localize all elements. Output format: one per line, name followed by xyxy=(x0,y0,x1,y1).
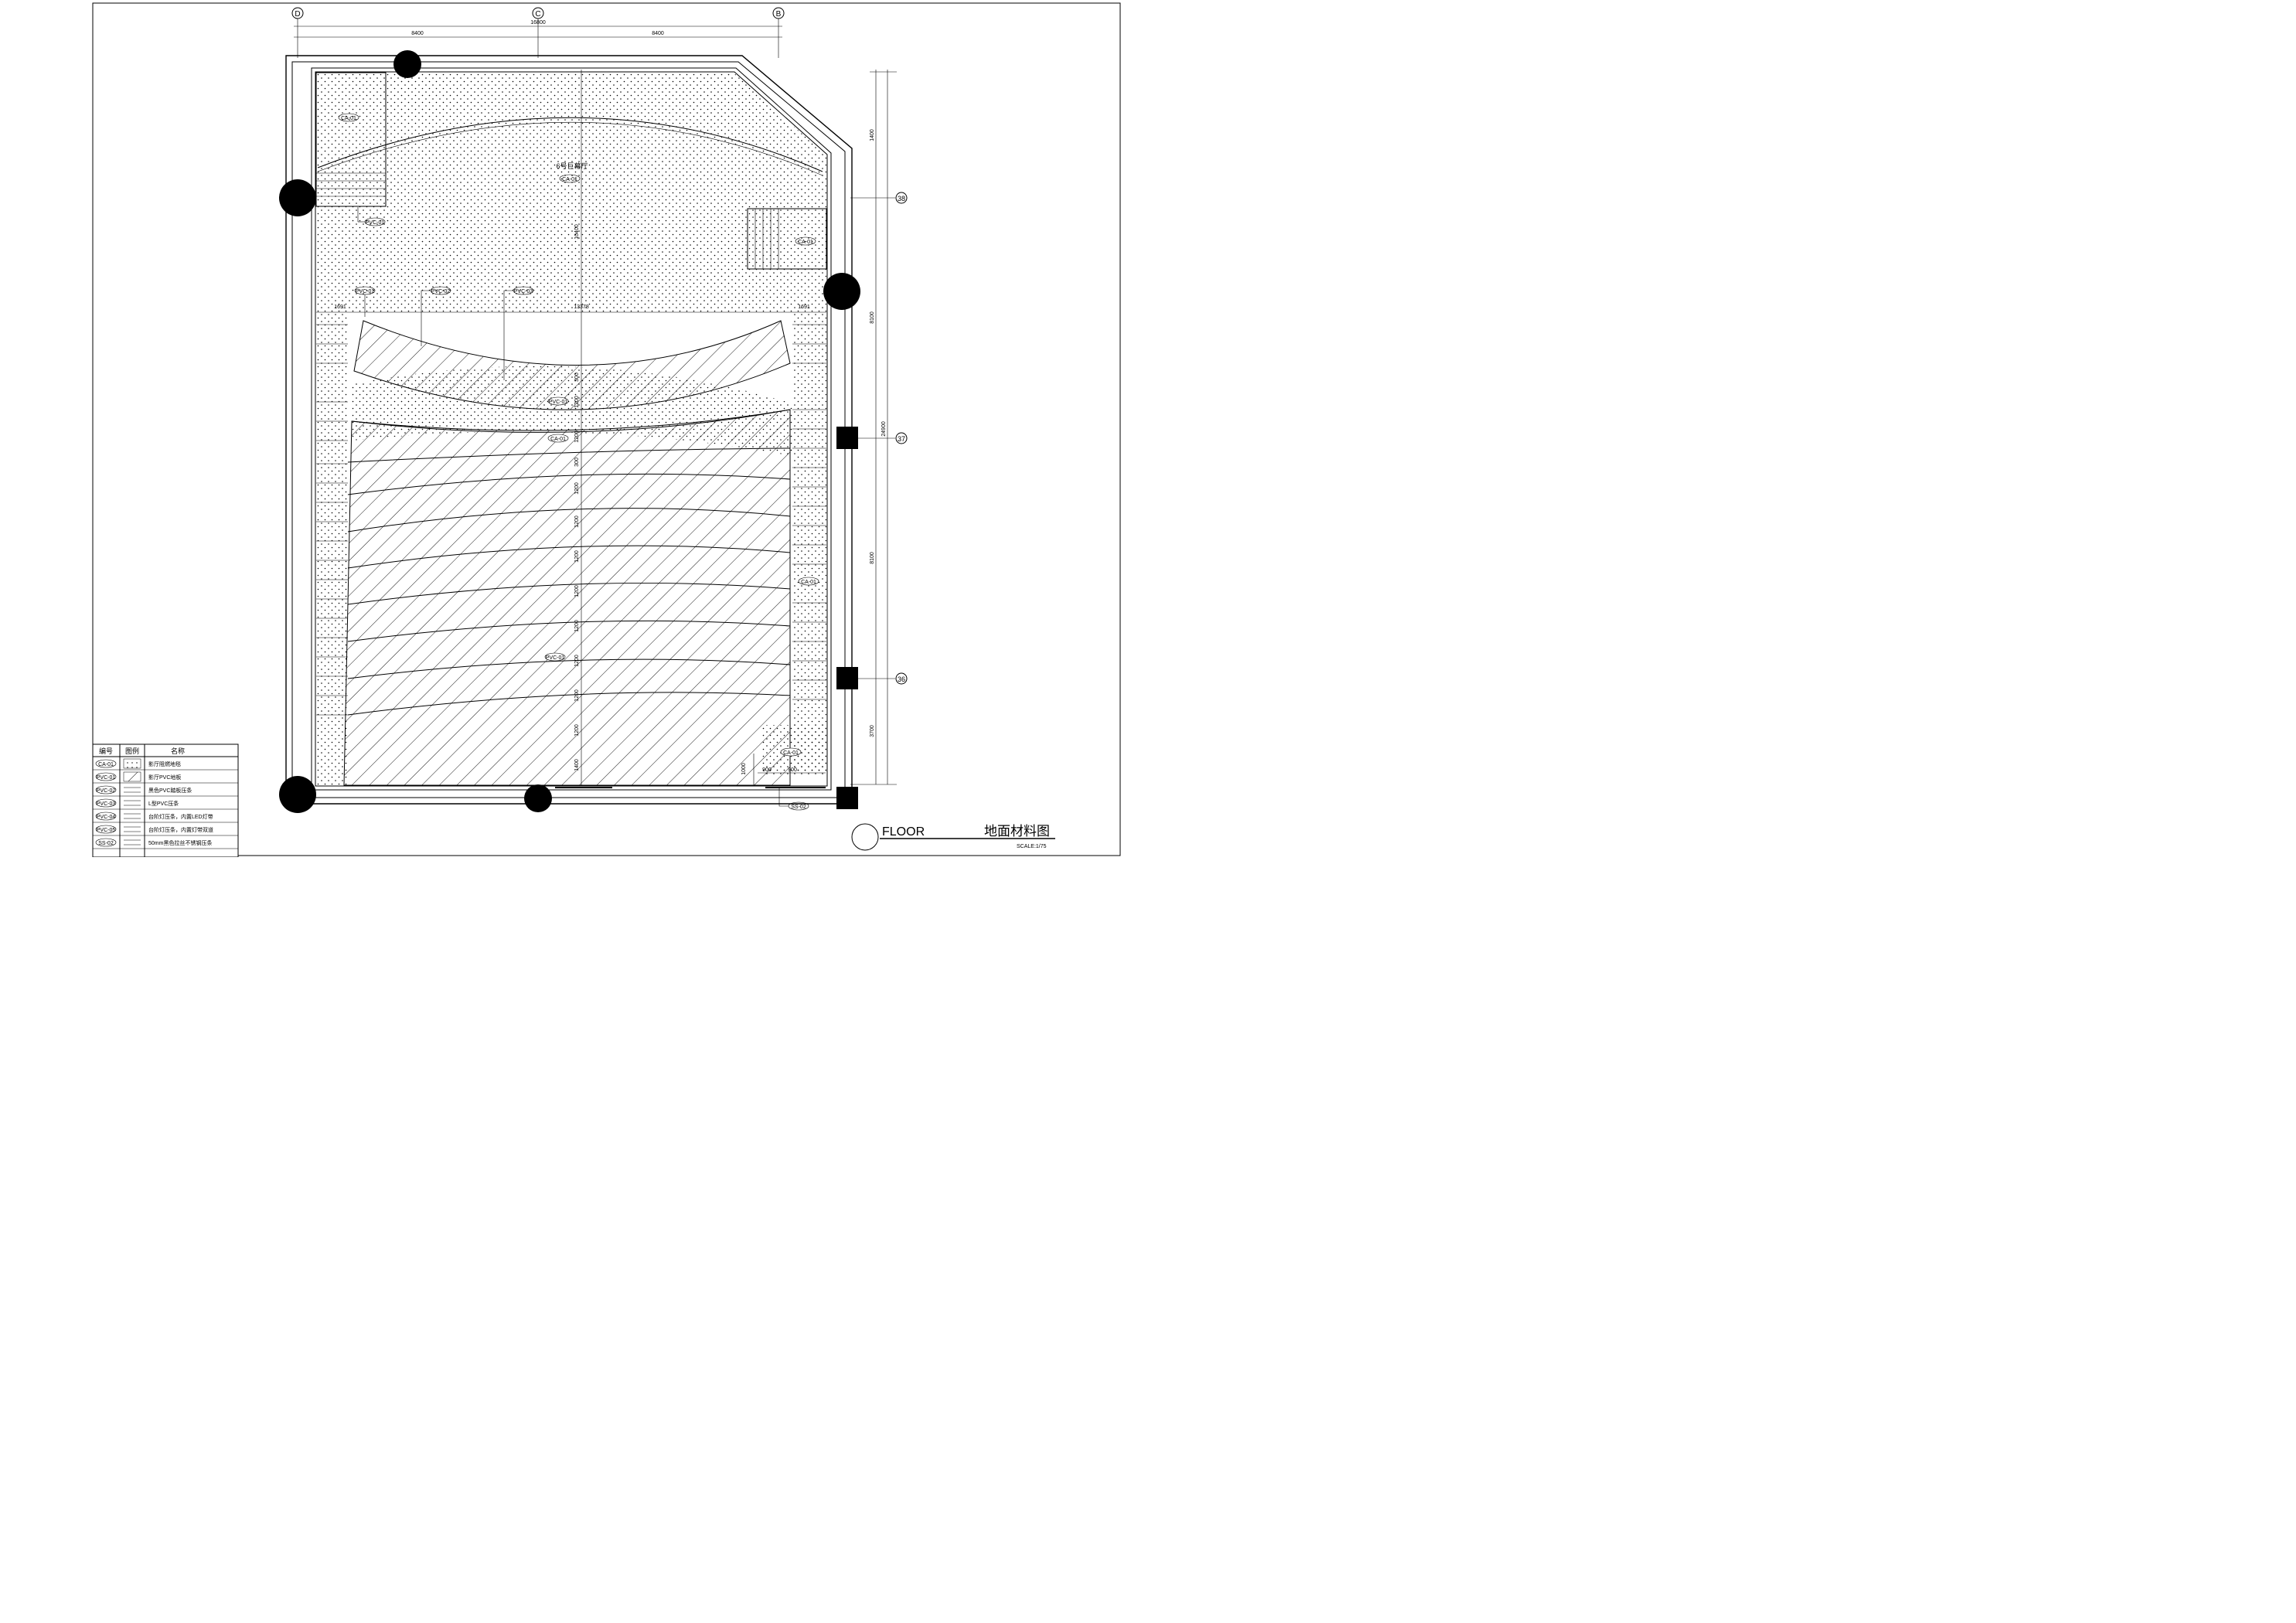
tag-pvc01-lower: PVC-01 xyxy=(546,655,565,661)
row-depth: 1200 xyxy=(574,724,580,737)
stage-stair-right xyxy=(747,208,827,270)
top-dimensions: 16800 8400 8400 xyxy=(294,19,782,58)
row-depth: 1200 xyxy=(574,396,580,408)
legend-code: PVC-03 xyxy=(97,801,116,807)
tag-ca01-mid: CA-01 xyxy=(550,437,566,442)
dim-right-total: 24900 xyxy=(881,421,887,437)
tag-ss02: SS-02 xyxy=(791,805,806,810)
legend-header-symbol: 图例 xyxy=(125,747,139,755)
legend-swatch-carpet xyxy=(123,758,141,769)
legend-name: 影厅PVC地板 xyxy=(148,774,181,781)
stage-arc xyxy=(317,117,823,172)
top-grid-axes: D C B xyxy=(291,7,785,19)
redaction-marks xyxy=(279,50,860,813)
stage-label: 6号巨幕厅 xyxy=(556,162,588,170)
row-depth: 1200 xyxy=(574,620,580,632)
right-grid-axes: 38 37 36 1400 8100 24900 8100 3700 xyxy=(850,70,908,785)
row-depth: 1400 xyxy=(574,759,580,771)
row-depth: 1200 xyxy=(574,585,580,597)
dim-center-vertical: 10400 xyxy=(574,224,580,240)
legend-name: 黑色PVC踏板压条 xyxy=(148,787,192,794)
grid-axis-d: D xyxy=(295,10,300,19)
row-depth: 1200 xyxy=(574,689,580,702)
seating-front-band xyxy=(353,320,791,410)
row-depth: 1200 xyxy=(574,482,580,495)
carpet-stage-area xyxy=(316,73,826,312)
tag-pvc01-seating: PVC-01 xyxy=(549,400,568,405)
tag-ca01-stage: CA-01 xyxy=(562,177,577,182)
dim-top-left: 8400 xyxy=(411,31,424,36)
title-block: FLOOR 地面材料图 SCALE:1/75 xyxy=(851,823,1055,851)
floor-plan-drawing: D C B 16800 8400 8400 38 37 36 1400 8100… xyxy=(92,2,1121,857)
dim-right-mid: 8100 xyxy=(870,311,875,324)
tag-ca01-top-left: CA-01 xyxy=(341,116,356,121)
tag-ca01-aisle-right: CA-01 xyxy=(801,580,816,585)
grid-axis-c: C xyxy=(535,10,540,19)
bottom-right-dimensions: 900 900 1000 xyxy=(741,754,826,785)
grid-axis-36: 36 xyxy=(898,675,905,683)
legend-name: 影厅阻燃地毯 xyxy=(148,760,181,767)
legend-header-code: 编号 xyxy=(99,747,113,755)
legend-table: 编号 图例 名称 CA-01 影厅阻燃地毯 PVC-01 影厅PVC地板 PVC… xyxy=(92,743,239,857)
row-depth: 1200 xyxy=(574,550,580,563)
title-floor-label: FLOOR xyxy=(882,825,925,839)
grid-axis-38: 38 xyxy=(898,195,905,202)
title-scale: SCALE:1/75 xyxy=(1017,844,1047,849)
dim-side-left: 1691 xyxy=(334,305,346,310)
tag-ca01-bottom-right: CA-01 xyxy=(783,750,799,756)
grid-axis-37: 37 xyxy=(898,435,905,443)
legend-code: PVC-04 xyxy=(97,815,116,820)
dim-side-right: 1691 xyxy=(798,305,810,310)
row-depth: 1200 xyxy=(574,655,580,667)
stage-stair-left xyxy=(315,72,387,207)
title-main: 地面材料图 xyxy=(984,824,1050,839)
walls xyxy=(285,55,853,805)
tag-pvc02-front-b: PVC-02 xyxy=(431,289,451,294)
carpet-right-aisle xyxy=(792,312,826,773)
dim-top-total: 16800 xyxy=(530,20,546,26)
legend-code: SS-02 xyxy=(98,841,114,846)
legend-code: PVC-05 xyxy=(97,828,116,833)
legend-code: CA-01 xyxy=(98,762,114,767)
title-bubble xyxy=(851,823,879,851)
dim-bottom-right-b: 900 xyxy=(788,767,797,773)
tag-ca01-right: CA-01 xyxy=(798,240,813,245)
tag-pvc01-step: PVC-01 xyxy=(366,220,385,226)
legend-name: 台阶灯压条，内置灯带双道 xyxy=(148,826,213,833)
row-depth: 1200 xyxy=(574,515,580,528)
tag-pvc03-front-c: PVC-03 xyxy=(514,289,533,294)
material-tags: CA-01 CA-01 CA-01 PVC-01 PVC-01 PVC-02 P… xyxy=(338,113,819,811)
left-aisle-steps xyxy=(316,324,348,716)
legend-name: 台阶灯压条，内置LED灯带 xyxy=(148,813,213,820)
legend-swatch-pvc xyxy=(123,771,141,782)
grid-axis-b: B xyxy=(776,10,782,19)
dim-right-top: 1400 xyxy=(870,129,875,141)
legend-name: 50mm黑色拉丝不锈钢压条 xyxy=(148,839,212,846)
row-depth: 300 xyxy=(574,373,580,382)
row-arcs xyxy=(347,409,791,716)
seating-main-block xyxy=(343,409,791,786)
sheet-border xyxy=(92,2,1121,856)
dim-right-lower: 8100 xyxy=(870,552,875,564)
legend-header-name: 名称 xyxy=(171,747,185,755)
legend-name: L型PVC压条 xyxy=(148,800,179,807)
dim-top-right: 8400 xyxy=(652,31,664,36)
row-depth-labels: 300 1200 1200 300 1200 1200 1200 1200 12… xyxy=(574,373,580,771)
row-depth: 1200 xyxy=(574,430,580,443)
carpet-left-aisle xyxy=(316,312,348,785)
right-aisle-steps xyxy=(792,324,826,700)
tag-pvc01-front-a: PVC-01 xyxy=(356,289,375,294)
dim-front-width: 13378 xyxy=(574,305,589,310)
dim-bottom-right-a: 900 xyxy=(762,767,772,773)
row-depth: 300 xyxy=(574,458,580,467)
legend-code: PVC-02 xyxy=(97,788,116,794)
dim-bottom-right-v: 1000 xyxy=(741,763,747,775)
legend-code: PVC-01 xyxy=(97,775,116,781)
dim-right-bottom: 3700 xyxy=(870,725,875,737)
